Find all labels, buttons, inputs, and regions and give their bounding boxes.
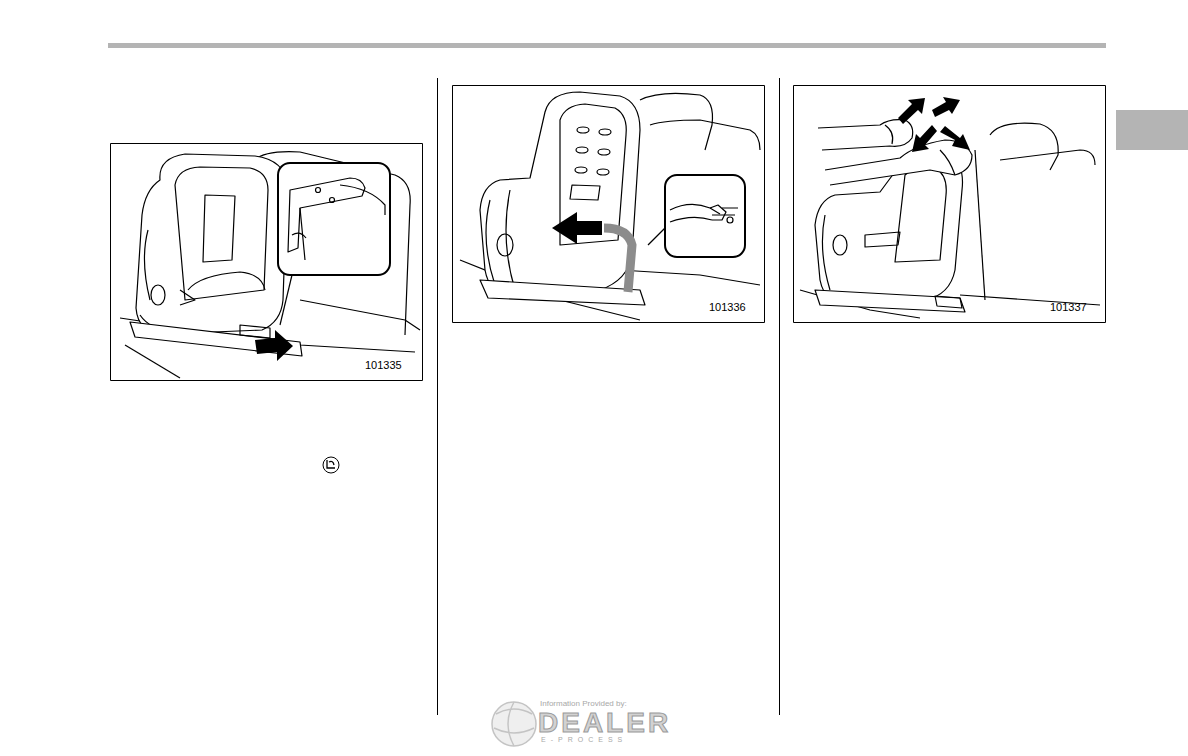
watermark-globe	[492, 702, 536, 746]
column-divider	[779, 78, 780, 715]
figure-number: 101336	[709, 301, 746, 313]
watermark-text: E-PROCESS	[541, 736, 627, 744]
push-arrow	[255, 330, 293, 361]
figure-tighten-strap	[453, 86, 765, 323]
section-tab	[1116, 110, 1188, 150]
figure-check-secure	[794, 86, 1106, 323]
watermark-logo: DEALER	[538, 708, 671, 739]
child-seat-icon	[323, 457, 339, 473]
header-rule	[108, 43, 1106, 48]
figure-latch-attach	[111, 144, 423, 381]
figure-number: 101337	[1050, 301, 1087, 313]
tether-strap	[604, 228, 632, 292]
pull-arrow	[552, 212, 602, 244]
column-divider	[437, 78, 438, 715]
motion-arrows	[898, 97, 970, 152]
figure-number: 101335	[365, 359, 402, 371]
